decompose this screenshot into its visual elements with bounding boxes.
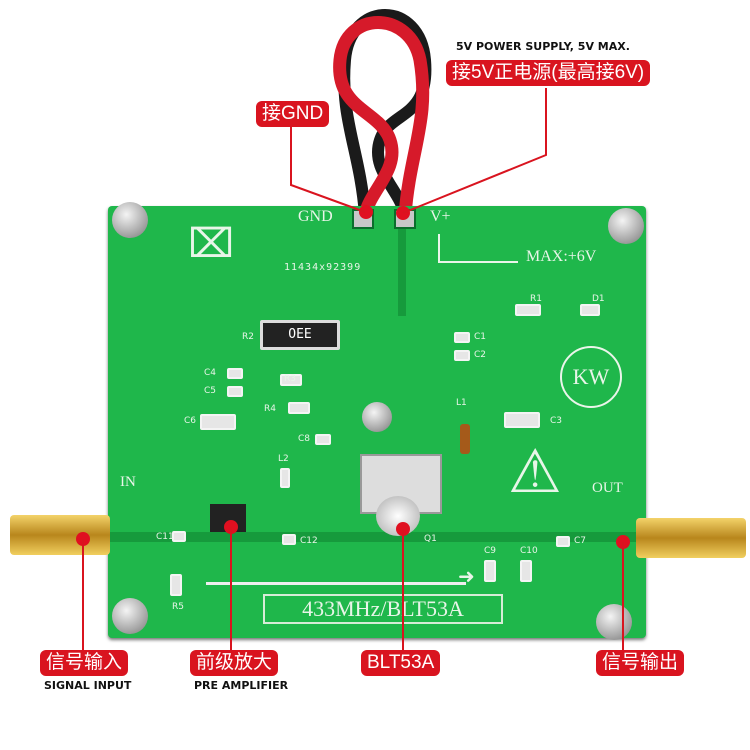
signal-input-caption: SIGNAL INPUT — [44, 679, 132, 692]
signal-output-tag: 信号输出 — [596, 650, 685, 676]
ref-c5: C5 — [204, 386, 217, 396]
ref-r4: R4 — [264, 404, 276, 414]
mount-screw-top-left — [112, 202, 148, 238]
esd-warning-icon: ⚠ — [508, 439, 562, 505]
weee-icon: ⌧ — [188, 221, 235, 266]
ref-c6: C6 — [184, 416, 197, 426]
ref-c12: C12 — [300, 536, 318, 546]
ref-l1: L1 — [456, 398, 467, 408]
max-voltage-label: MAX:+6V — [526, 248, 597, 265]
ref-c3: C3 — [550, 416, 563, 426]
pre-amplifier-tag: 前级放大 — [190, 650, 279, 676]
ref-c4: C4 — [204, 368, 217, 378]
power-tag: 接5V正电源(最高接6V) — [446, 60, 651, 86]
ref-c8: C8 — [298, 434, 311, 444]
ref-r2: R2 — [242, 332, 254, 342]
blt53a-tag: BLT53A — [361, 650, 441, 676]
ref-d1: D1 — [592, 294, 605, 304]
ref-r1: R1 — [530, 294, 542, 304]
serial-number: 11434x92399 — [284, 262, 362, 273]
vplus-label: V+ — [430, 208, 451, 225]
heatsink-screw — [362, 402, 392, 432]
signal-flow-arrow — [206, 571, 466, 585]
pcb-board: GND V+ MAX:+6V 11434x92399 ⌧ IN OUT KW ⚠… — [108, 206, 646, 638]
mount-screw-bottom-right — [596, 604, 632, 640]
ref-l2: L2 — [278, 454, 289, 464]
ref-c10: C10 — [520, 546, 538, 556]
ref-r5: R5 — [172, 602, 184, 612]
pre-amplifier-caption: PRE AMPLIFIER — [194, 679, 289, 692]
kw-logo: KW — [560, 346, 622, 408]
mount-screw-bottom-left — [112, 598, 148, 634]
in-label: IN — [120, 474, 136, 490]
ref-c2: C2 — [474, 350, 487, 360]
signal-input-tag: 信号输入 — [40, 650, 129, 676]
inductor-l1 — [460, 424, 470, 454]
resistor-r2: OEE — [260, 320, 340, 350]
gnd-tag: 接GND — [256, 101, 330, 127]
model-label: 433MHz/BLT53A — [263, 594, 503, 624]
ref-r3: R3 — [284, 374, 296, 384]
power-supply-note: 5V POWER SUPPLY, 5V MAX. — [456, 40, 630, 53]
ref-c9: C9 — [484, 546, 497, 556]
arrow-head-icon: ➜ — [458, 566, 475, 588]
ref-q1: Q1 — [424, 534, 437, 544]
mount-screw-top-right — [608, 208, 644, 244]
gnd-label: GND — [298, 208, 333, 225]
ref-c11: C11 — [156, 532, 174, 542]
out-label: OUT — [592, 480, 623, 496]
ref-c7: C7 — [574, 536, 587, 546]
sma-input-connector — [10, 515, 110, 555]
ref-c1: C1 — [474, 332, 487, 342]
sma-output-connector — [636, 518, 746, 558]
